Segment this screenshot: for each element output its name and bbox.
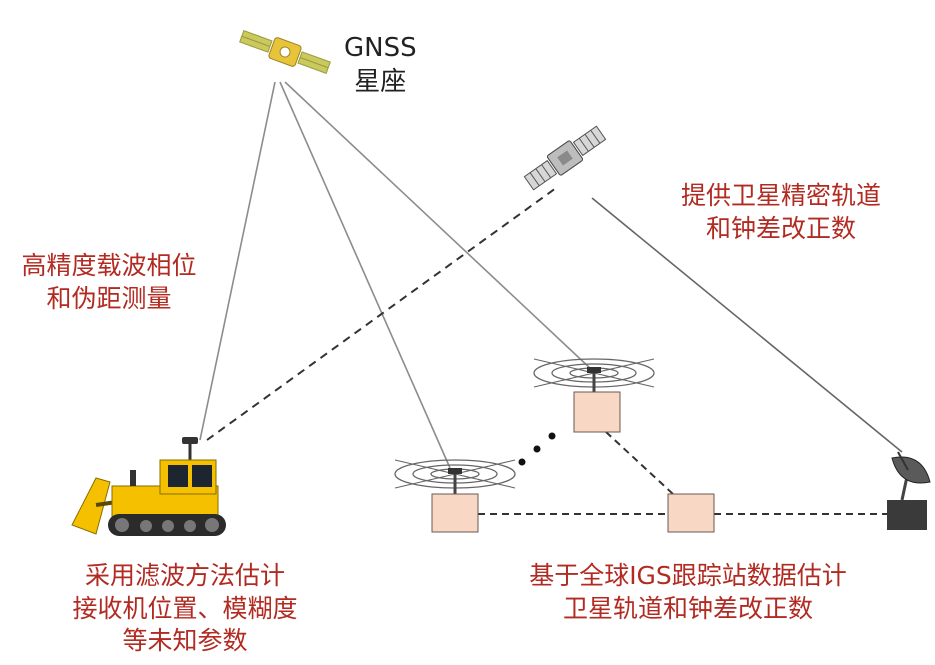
measurement-line-2: 和伪距测量 [46,283,172,313]
relay-satellite-icon [523,125,607,191]
receiver-estimation-label: 采用滤波方法估计 接收机位置、模糊度 等未知参数 [40,560,330,658]
network-estimation-line-2: 卫星轨道和钟差改正数 [562,593,813,623]
receiver-estimation-line-3: 等未知参数 [122,626,248,655]
igs-station-icon [394,459,516,533]
constellation-label: GNSS 星座 [344,32,417,100]
ellipsis-dots-icon [518,432,556,466]
signal-line-to-receiver [199,81,276,441]
dashed-link-receiver-to-relay [206,187,557,441]
satellite-dish-icon [887,451,931,530]
measurement-label: 高精度载波相位 和伪距测量 [0,250,218,315]
bulldozer-receiver-icon [71,437,226,536]
receiver-estimation-line-2: 接收机位置、模糊度 [72,593,298,623]
precise-orbit-line-1: 提供卫星精密轨道 [680,181,881,210]
network-estimation-line-1: 基于全球IGS跟踪站数据估计 [529,561,847,590]
dashed-link-top-to-mid [605,431,674,495]
gnss-satellite-icon [239,29,331,75]
network-estimation-label: 基于全球IGS跟踪站数据估计 卫星轨道和钟差改正数 [500,560,876,625]
constellation-subtitle: 星座 [354,66,407,97]
precise-orbit-label: 提供卫星精密轨道 和钟差改正数 [656,180,906,245]
receiver-estimation-line-1: 采用滤波方法估计 [84,561,285,590]
constellation-name: GNSS [344,33,417,63]
signal-line-to-station-left [279,81,451,469]
signal-line-to-station-top [284,81,593,371]
precise-orbit-line-2: 和钟差改正数 [705,213,856,243]
igs-station-icon [533,358,655,433]
measurement-line-1: 高精度载波相位 [21,251,197,280]
igs-station-icon [667,493,715,533]
signal-line-relay-to-dish [591,197,903,453]
